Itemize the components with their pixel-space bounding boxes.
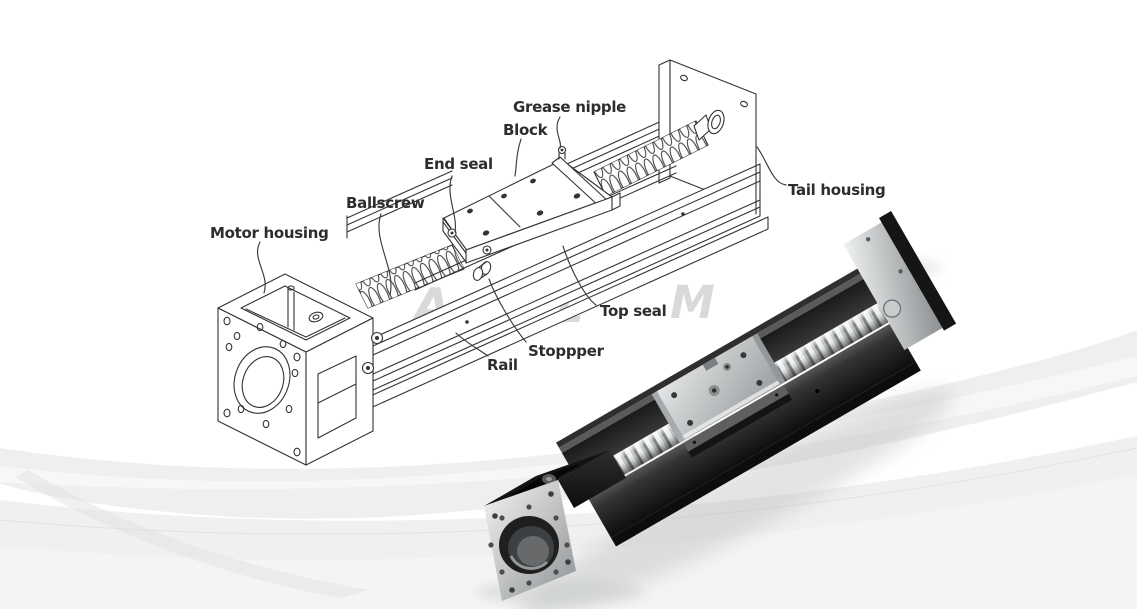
part-labels: Motor housing Ballscrew End seal Block G… <box>210 98 886 374</box>
label-block: Block <box>503 121 549 139</box>
watermark-letter-m: M <box>670 276 715 329</box>
leader-ballscrew <box>378 213 392 296</box>
label-tail-housing: Tail housing <box>788 181 885 199</box>
far-wall-drawing <box>346 118 667 239</box>
ballscrew-drawing <box>355 109 725 309</box>
leader-end-seal <box>449 175 457 233</box>
leader-grease-nipple <box>556 116 562 149</box>
stopper-drawing <box>472 261 492 281</box>
label-rail: Rail <box>487 356 518 374</box>
label-end-seal: End seal <box>424 155 493 173</box>
block-drawing <box>442 145 621 264</box>
photo-motor-block <box>484 450 626 601</box>
line-drawing: Motor housing Ballscrew End seal Block G… <box>210 59 886 466</box>
photo-body-group <box>556 210 957 547</box>
photo-motor-bolt-dots <box>488 491 571 593</box>
leader-block <box>514 138 522 177</box>
label-stopper: Stoppper <box>528 342 605 360</box>
label-ballscrew: Ballscrew <box>346 194 425 212</box>
photo-shadow <box>516 390 954 609</box>
leader-rail <box>455 332 489 357</box>
label-grease-nipple: Grease nipple <box>513 98 626 116</box>
motor-housing-drawing <box>217 273 384 466</box>
product-photo-render <box>475 210 957 609</box>
motor-housing-bolt-holes <box>223 316 301 457</box>
leader-tail-housing <box>756 146 787 186</box>
photo-tail-plate <box>843 210 957 350</box>
label-top-seal: Top seal <box>600 302 666 320</box>
leader-stopper <box>488 278 527 343</box>
leader-motor-housing <box>257 241 266 294</box>
photo-carriage <box>651 333 793 458</box>
label-motor-housing: Motor housing <box>210 224 329 242</box>
leader-top-seal <box>562 245 597 306</box>
leader-lines <box>257 116 787 357</box>
rail-drawing <box>305 163 769 464</box>
